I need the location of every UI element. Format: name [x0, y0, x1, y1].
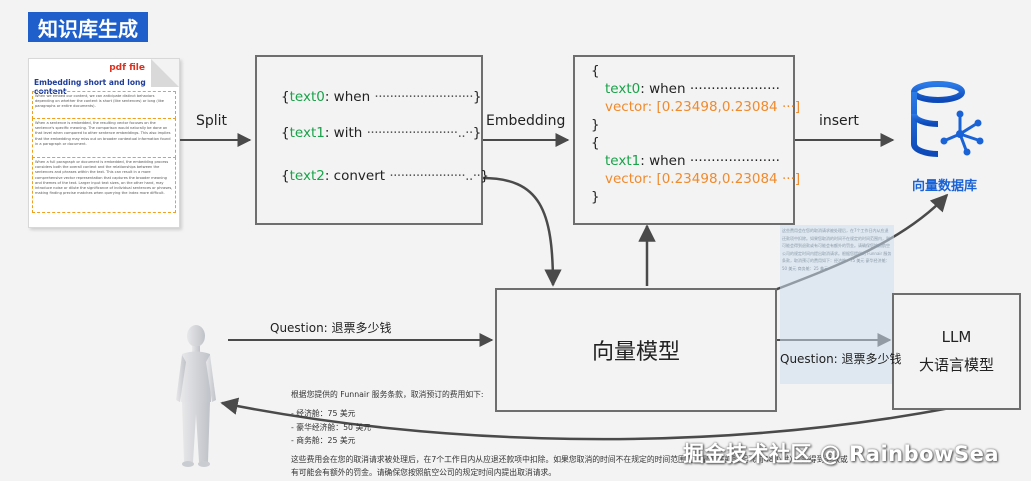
answer-item: - 商务舱：25 美元	[291, 435, 356, 445]
answer-intro: 根据您提供的 Funnair 服务条款，取消预订的费用如下:	[291, 390, 484, 399]
brace-close: }	[591, 117, 600, 133]
llm-label: LLM	[941, 328, 972, 346]
retrieved-context-overlay: 这些费用会在您的取消请求被处理后，在7个工作日内从应退还款项中扣除。如果您取消的…	[780, 225, 894, 384]
vector-text-line: text0: when ·····················	[605, 81, 780, 97]
chunks-to-model-arrow	[481, 176, 562, 287]
text-chunks-box: {text0: when ··························}…	[255, 55, 489, 225]
pdf-file-label: pdf file	[109, 63, 145, 73]
question-label-right: Question: 退票多少钱	[780, 352, 902, 366]
answer-arrow	[220, 397, 951, 441]
pdf-chunk: When a full paragraph or document is emb…	[32, 157, 176, 213]
question-label-left: Question: 退票多少钱	[270, 321, 392, 335]
answer-text: 根据您提供的 Funnair 服务条款，取消预订的费用如下: - 经济舱：75 …	[291, 388, 851, 480]
vectors-box: { text0: when ····················· vect…	[573, 55, 800, 225]
answer-item: - 豪华经济舱：50 美元	[291, 422, 372, 432]
chunk-line: {text2: convert ····················..··…	[281, 168, 489, 184]
vector-text-line: text1: when ·····················	[605, 153, 780, 169]
vector-model-box: 向量模型	[495, 288, 777, 412]
chunk-line: {text1: with ························..·…	[281, 125, 482, 141]
split-label: Split	[196, 113, 228, 129]
llm-box: LLM 大语言模型	[892, 293, 1021, 410]
vector-model-label: 向量模型	[591, 340, 680, 365]
user-figure-icon	[176, 325, 216, 467]
pdf-document: pdf file Embedding short and long conten…	[28, 58, 180, 228]
vector-db-label: 向量数据库	[912, 179, 978, 194]
llm-cn-label: 大语言模型	[918, 356, 994, 374]
brace-close: }	[591, 189, 600, 205]
watermark: 掘金技术社区 @ RainbowSea	[683, 442, 1000, 466]
page-fold	[151, 59, 179, 87]
database-icon	[911, 81, 984, 157]
chunk-line: {text0: when ··························}	[281, 89, 482, 105]
answer-outro: 这些费用会在您的取消请求被处理后，在7个工作日内从应退还款项中扣除。如果您取消的…	[291, 455, 848, 478]
diagram-title: 知识库生成	[28, 12, 148, 42]
vector-value-line: vector: [0.23498,0.23084 ···]	[605, 99, 801, 115]
vector-value-line: vector: [0.23498,0.23084 ···]	[605, 171, 801, 187]
brace-open: {	[591, 135, 600, 151]
embedding-label: Embedding	[486, 113, 566, 129]
answer-item: - 经济舱：75 美元	[291, 409, 356, 419]
insert-label: insert	[819, 113, 859, 129]
brace-open: {	[591, 63, 600, 79]
